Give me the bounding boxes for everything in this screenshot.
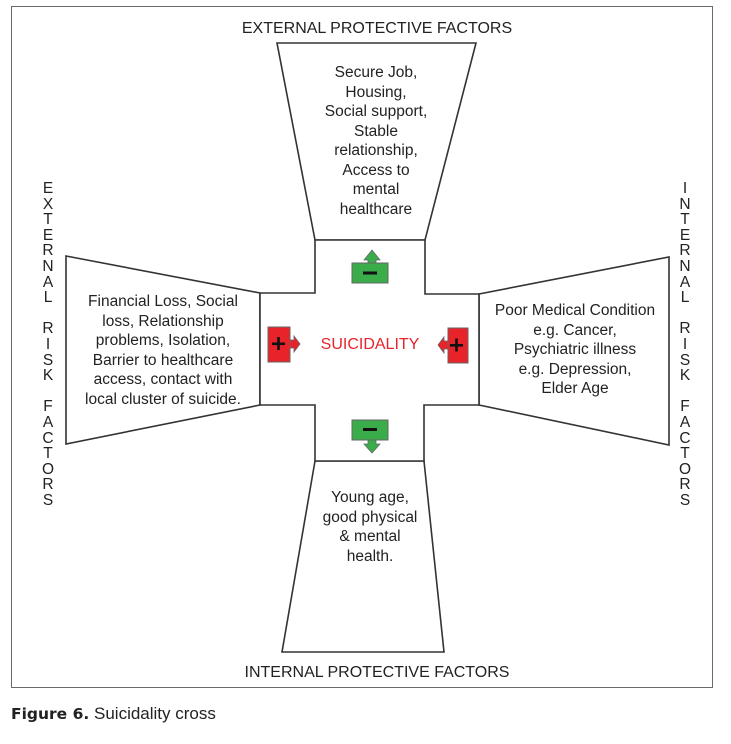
heading-letter: F — [43, 398, 53, 416]
heading-letter: A — [42, 273, 54, 291]
arrow-left-icon — [437, 335, 449, 355]
center-cross — [259, 239, 480, 462]
heading-letter: K — [679, 367, 691, 385]
minus-badge-bottom — [351, 419, 389, 454]
minus-icon — [363, 428, 377, 431]
figure-caption: Figure 6. Suicidality cross — [11, 704, 216, 724]
heading-letter: S — [42, 491, 54, 509]
caption-label: Figure 6. — [11, 705, 90, 723]
right-box-text: Poor Medical Condition e.g. Cancer, Psyc… — [494, 302, 656, 397]
heading-letter: R — [42, 242, 54, 260]
heading-letter: F — [680, 398, 690, 416]
heading-letter: E — [679, 226, 691, 244]
heading-letter: L — [43, 289, 53, 307]
heading-letter: E — [42, 226, 54, 244]
plus-badge-left — [267, 326, 301, 363]
figure-frame — [11, 6, 713, 688]
arrow-down-icon — [363, 439, 381, 454]
heading-letter: K — [42, 367, 54, 385]
heading-letter: I — [682, 335, 688, 353]
minus-badge-top — [351, 249, 389, 284]
arrow-up-icon — [363, 249, 381, 265]
top-box-text: Secure Job, Housing, Social support, Sta… — [324, 64, 428, 218]
arrow-right-icon — [289, 334, 301, 354]
heading-letter: R — [679, 476, 691, 494]
bottom-box-text: Young age, good physical & mental health… — [322, 489, 418, 565]
caption-text: Suicidality cross — [94, 704, 216, 723]
heading-letter: T — [680, 445, 690, 463]
heading-letter: C — [42, 429, 54, 447]
heading-letter: R — [42, 476, 54, 494]
left-box-text: Financial Loss, Social loss, Relationshi… — [85, 293, 241, 408]
heading-letter: I — [45, 335, 51, 353]
plus-badge-right — [437, 327, 469, 364]
heading-letter: S — [679, 351, 691, 369]
heading-letter: A — [679, 413, 691, 431]
heading-letter: X — [42, 195, 54, 213]
center-label: SUICIDALITY — [320, 336, 420, 353]
heading-letter: N — [42, 257, 54, 275]
heading-letter: S — [42, 351, 54, 369]
top-heading: EXTERNAL PROTECTIVE FACTORS — [241, 20, 513, 37]
heading-letter: O — [41, 460, 55, 478]
heading-letter: A — [679, 273, 691, 291]
heading-letter: L — [680, 289, 690, 307]
minus-icon — [363, 271, 377, 275]
heading-letter: N — [679, 195, 691, 213]
heading-letter: N — [679, 257, 691, 275]
heading-letter: O — [678, 460, 692, 478]
heading-letter: E — [42, 180, 54, 197]
heading-letter: C — [679, 429, 691, 447]
heading-letter: I — [682, 180, 688, 197]
heading-letter: T — [43, 211, 53, 229]
heading-letter: S — [679, 491, 691, 509]
heading-letter: A — [42, 413, 54, 431]
bottom-heading: INTERNAL PROTECTIVE FACTORS — [244, 664, 510, 681]
heading-letter: T — [43, 445, 53, 463]
heading-letter: R — [42, 320, 54, 338]
heading-letter: R — [679, 320, 691, 338]
heading-letter: T — [680, 211, 690, 229]
heading-letter: R — [679, 242, 691, 260]
